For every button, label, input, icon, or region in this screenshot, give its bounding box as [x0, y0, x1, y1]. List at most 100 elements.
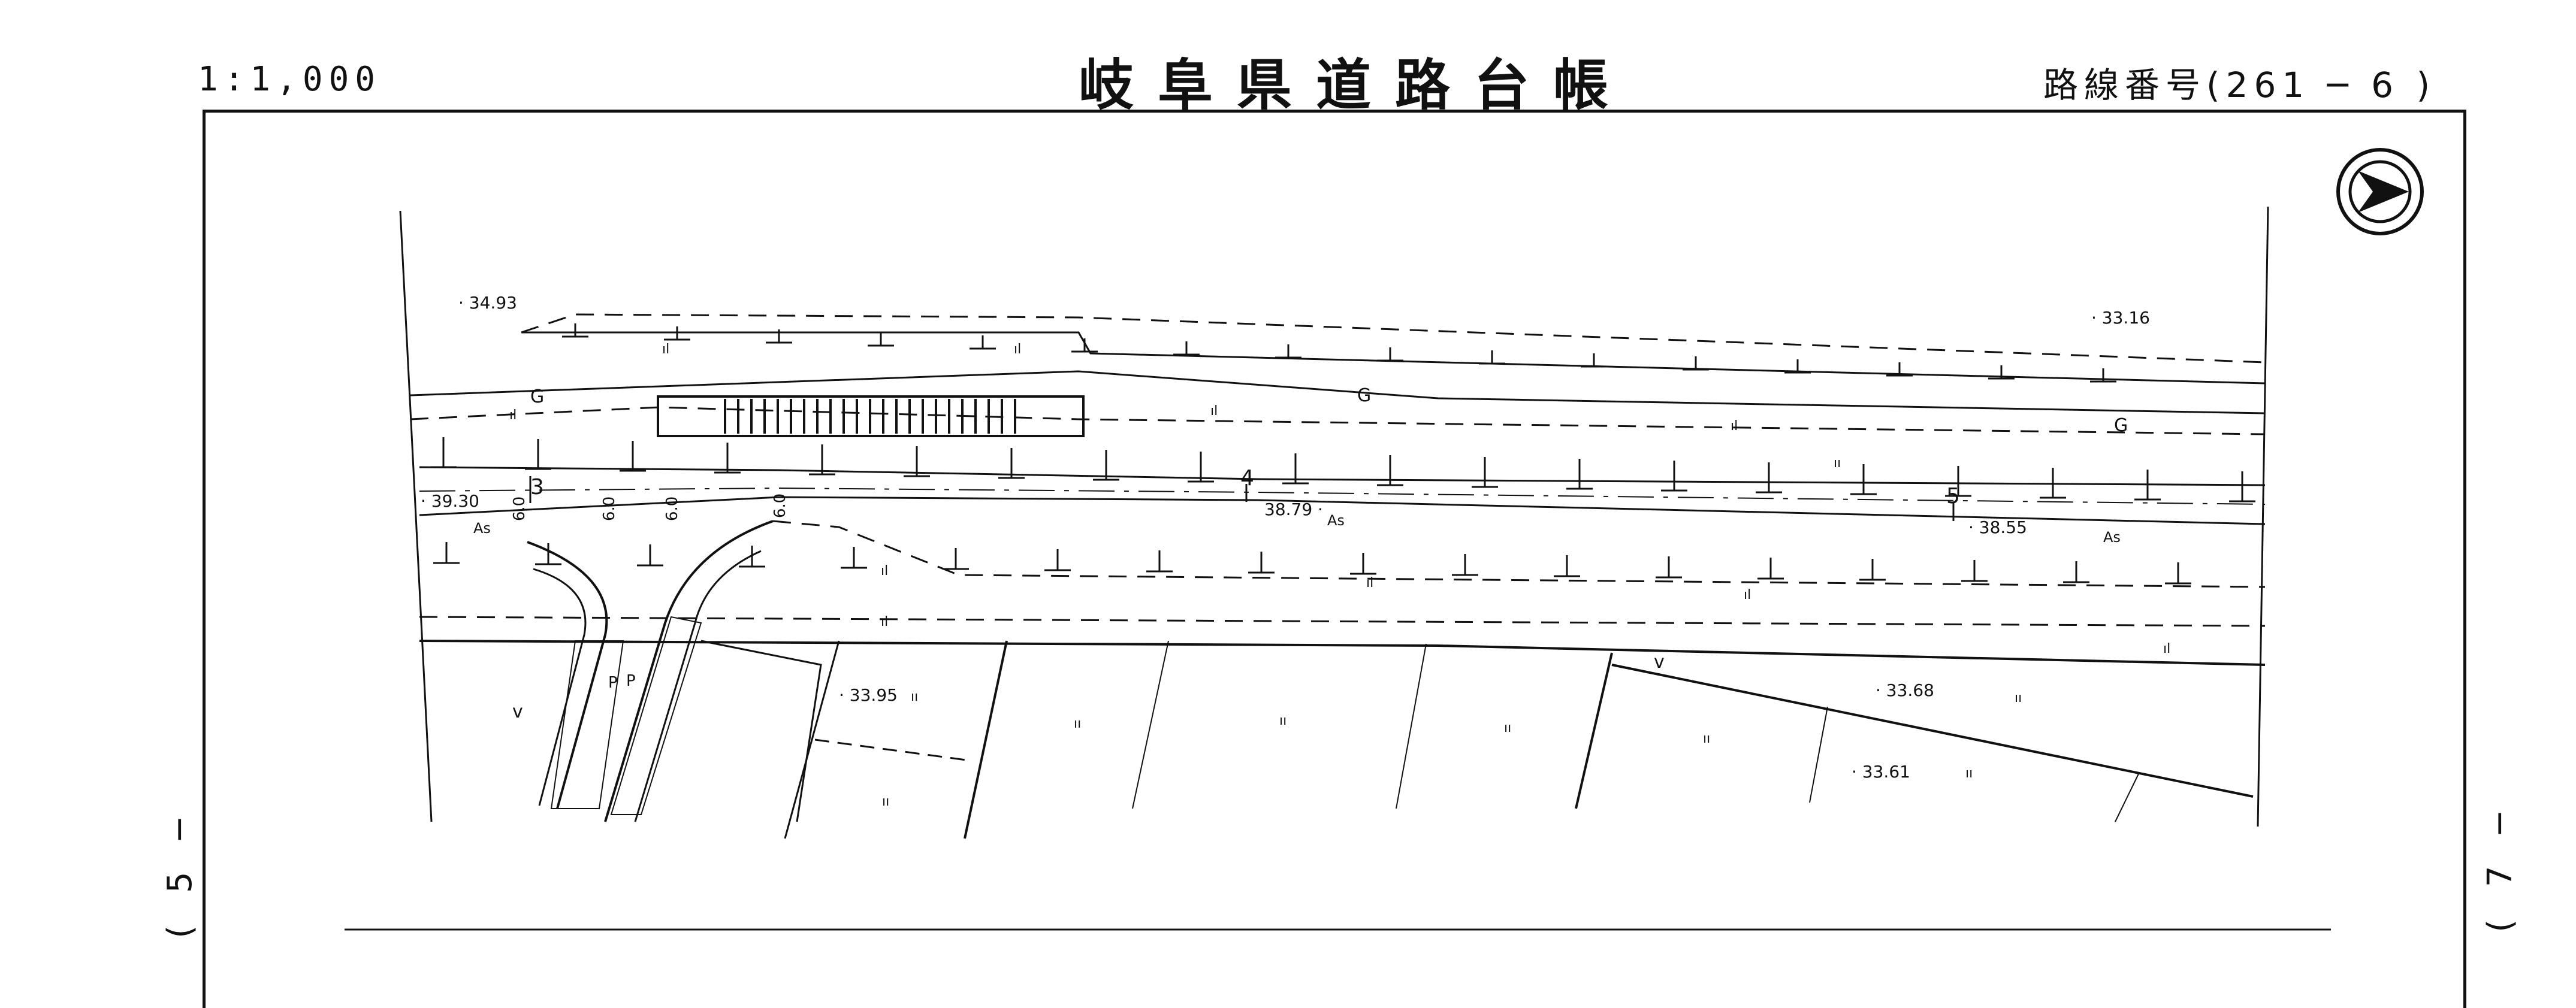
slope-symbol [2090, 368, 2116, 383]
slope-symbol [904, 446, 930, 477]
pole-label: P [608, 674, 618, 692]
slope-symbol [1472, 457, 1498, 488]
ramp-left-outer [527, 541, 608, 809]
slope-symbol [525, 439, 551, 470]
elevation-label: · 33.68 [1876, 680, 1934, 700]
land-mark: ıı [1834, 456, 1841, 471]
land-mark: ıı [1703, 731, 1710, 746]
elevation-label: · 33.16 [2091, 308, 2150, 328]
vegetation-mark: ıl [2163, 641, 2170, 656]
slope-symbol [766, 329, 792, 344]
parcel-line-5 [1575, 652, 1613, 809]
elevation-label: · 33.61 [1852, 762, 1910, 782]
station-label: 4 [1240, 466, 1254, 491]
slope-symbol [2134, 470, 2161, 501]
slope-bottom-dashed [419, 616, 2266, 627]
land-mark: ıı [1279, 713, 1287, 728]
slope-symbol [970, 335, 996, 350]
land-mark: ıı [1074, 716, 1081, 731]
slope-symbol [841, 547, 867, 569]
slope-symbol [943, 548, 969, 570]
parcel-line-3 [1132, 640, 1169, 809]
road-centerline [419, 487, 2266, 505]
slope-top-dashed [521, 313, 2266, 364]
elevation-label: · 39.30 [421, 491, 479, 511]
parcel-line-4 [1396, 643, 1427, 809]
slope-symbol [1850, 464, 1877, 495]
slope-symbol [1581, 353, 1607, 368]
surface-label: As [1327, 512, 1345, 529]
map-edge-left [399, 210, 433, 822]
slope-symbol [1859, 559, 1886, 581]
surface-label: As [473, 520, 491, 537]
slope-symbol [1479, 350, 1505, 365]
map-frame [203, 110, 2466, 1008]
vegetation-mark: ıl [1731, 419, 1738, 434]
slope-symbol [535, 543, 561, 565]
parcel-line-7 [2115, 772, 2140, 822]
land-mark: ıı [911, 689, 918, 704]
ramp-left-inner [533, 568, 587, 806]
crosshatch-island-right [610, 616, 702, 815]
vegetation-mark: ıl [1014, 342, 1021, 357]
road-width-label: 6.0 [511, 497, 529, 521]
surface-label: As [2103, 529, 2121, 546]
vegetation-mark: ıl [662, 342, 669, 357]
parcel-line-2 [964, 640, 1008, 839]
slope-symbol [809, 444, 835, 476]
slope-symbol [1945, 466, 1971, 497]
slope-symbol [1961, 560, 1988, 582]
bridge-structure [657, 395, 1085, 437]
slope-symbol [998, 448, 1025, 479]
slope-symbol [1566, 459, 1593, 490]
parcel-dashed [814, 738, 971, 762]
vegetation-mark: ıl [1744, 588, 1751, 603]
slope-symbol [1452, 554, 1478, 576]
crosshatch-island-left [550, 640, 624, 809]
page-title: 岐阜県道路台帳 [1079, 53, 1633, 117]
slope-symbol [1044, 549, 1071, 571]
guardrail-label: G [2114, 415, 2128, 436]
slope-symbol [1661, 461, 1687, 492]
guardrail-label: G [530, 386, 544, 407]
parcel-building [700, 640, 822, 822]
slope-symbol [1248, 552, 1275, 574]
slope-symbol [1988, 365, 2015, 380]
north-arrow-icon [2336, 148, 2424, 235]
slope-symbol [1071, 338, 1098, 353]
slope-symbol [637, 544, 663, 567]
elevation-label: · 38.55 [1968, 517, 2027, 537]
pole-label: P [626, 672, 636, 690]
guardrail-line [410, 370, 2266, 414]
slope-symbol [714, 443, 741, 474]
slope-symbol [2165, 562, 2191, 585]
elevation-label: · 33.95 [839, 685, 898, 705]
slope-symbol [433, 542, 460, 564]
road-width-label: 6.0 [600, 497, 618, 521]
elevation-label: 38.79 · [1264, 500, 1323, 519]
vegetation-mark: ıl [881, 564, 888, 579]
slope-symbol [1784, 359, 1811, 374]
slope-symbol [1554, 555, 1580, 577]
slope-symbol [430, 437, 457, 468]
elevation-label: · 34.93 [458, 293, 517, 313]
parcel-line-6 [1809, 706, 1828, 803]
road-boundary [419, 640, 2266, 666]
slope-symbol [1093, 450, 1119, 481]
guardrail-label: G [1357, 385, 1371, 406]
road-edge-lower [419, 496, 2266, 525]
check-mark: v [1654, 652, 1665, 673]
road-width-label: 6.0 [771, 494, 789, 518]
road-width-label: 6.0 [663, 497, 681, 521]
slope-symbol [2040, 468, 2066, 499]
slope-mid-dashed [410, 406, 2266, 435]
slope-symbol [562, 323, 588, 338]
parcel-line-1 [784, 640, 840, 839]
land-mark: ıı [882, 794, 889, 809]
slope-top-line [521, 331, 2266, 385]
check-mark: v [512, 701, 523, 722]
slope-symbol [1886, 362, 1913, 377]
slope-symbol [1275, 344, 1301, 359]
slope-symbol [2063, 561, 2089, 583]
slope-symbol [664, 326, 690, 341]
